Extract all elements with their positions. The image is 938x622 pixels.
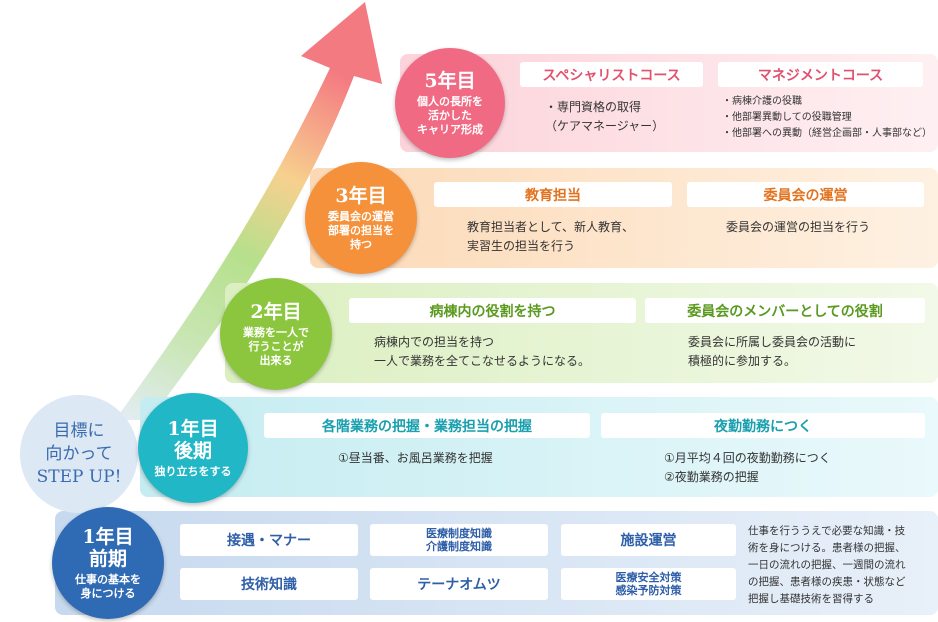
year3-label: 3年目: [335, 184, 387, 207]
year1b-circle: 1年目 後期 独り立ちをする: [138, 393, 248, 503]
box-infection: 感染予防対策: [615, 584, 682, 597]
year1b-item1-desc: ①昼当番、お風呂業務を把握: [338, 451, 493, 465]
box-manners: 接遇・マナー: [180, 524, 358, 556]
box-safety: 医療安全対策 感染予防対策: [561, 568, 736, 600]
year2-item1-title: 病棟内の役割を持つ: [349, 298, 636, 323]
year1b-item2-title: 夜勤勤務につく: [601, 413, 925, 438]
year1b-subtitle: 独り立ちをする: [154, 464, 232, 478]
year1a-label: 1年目: [82, 525, 134, 548]
year3-item1-title: 教育担当: [434, 182, 672, 207]
year1a-circle: 1年目 前期 仕事の基本を 身につける: [52, 507, 164, 619]
year3-subtitle: 委員会の運営 部署の担当を 持つ: [328, 209, 394, 251]
year2-item2-title: 委員会のメンバーとしての役割: [645, 298, 925, 323]
box-diaper: テーナオムツ: [370, 568, 548, 600]
year2-circle: 2年目 業務を一人で 行うことが 出来る: [220, 278, 332, 390]
year5-subtitle: 個人の長所を 活かした キャリア形成: [417, 94, 483, 136]
year1b-period: 後期: [173, 439, 212, 462]
year5-course2-desc: ・病棟介護の役職 ・他部署異動しての役職管理 ・他部署への異動（経営企画部・人事…: [722, 96, 932, 139]
year1a-period: 前期: [88, 547, 127, 570]
year1a-desc: 仕事を行ううえで必要な知識・技 術を身につける。患者様の把握、 一日の流れの把握…: [748, 525, 906, 605]
year5-circle: 5年目 個人の長所を 活かした キャリア形成: [395, 48, 505, 158]
year5-course1-desc: ・専門資格の取得 （ケアマネージャー）: [545, 100, 665, 133]
year2-item1-desc: 病棟内での担当を持つ 一人で業務を全てこなせるようになる。: [374, 335, 591, 368]
year2-label: 2年目: [250, 300, 302, 323]
box-tech: 技術知識: [180, 568, 358, 600]
year2-subtitle: 業務を一人で 行うことが 出来る: [243, 325, 309, 367]
year1b-item1-title: 各階業務の把握・業務担当の把握: [264, 413, 590, 438]
box-system-knowledge: 医療制度知識 介護制度知識: [370, 524, 548, 556]
year1b-label: 1年目: [167, 417, 219, 440]
year1a-subtitle: 仕事の基本を 身につける: [75, 572, 141, 600]
year3-item2-desc: 委員会の運営の担当を行う: [726, 220, 871, 234]
box-medical-system: 医療制度知識: [426, 527, 492, 540]
year3-circle: 3年目 委員会の運営 部署の担当を 持つ: [305, 162, 417, 274]
year1b-item2-desc: ①月平均４回の夜勤勤務につく ②夜勤業務の把握: [664, 451, 831, 484]
box-facility: 施設運営: [561, 524, 736, 556]
year5-course2-title: マネジメントコース: [718, 62, 923, 87]
year2-item2-desc: 委員会に所属し委員会の活動に 積極的に参加する。: [688, 335, 857, 368]
goal-circle: 目標に 向かって STEP UP!: [20, 395, 138, 513]
box-care-system: 介護制度知識: [426, 540, 492, 553]
year5-label: 5年目: [424, 69, 476, 92]
year3-item1-desc: 教育担当者として、新人教育、 実習生の担当を行う: [467, 220, 635, 253]
year3-item2-title: 委員会の運営: [687, 182, 924, 207]
year5-course1-title: スペシャリストコース: [520, 62, 703, 87]
box-medical-safety: 医療安全対策: [615, 571, 682, 584]
